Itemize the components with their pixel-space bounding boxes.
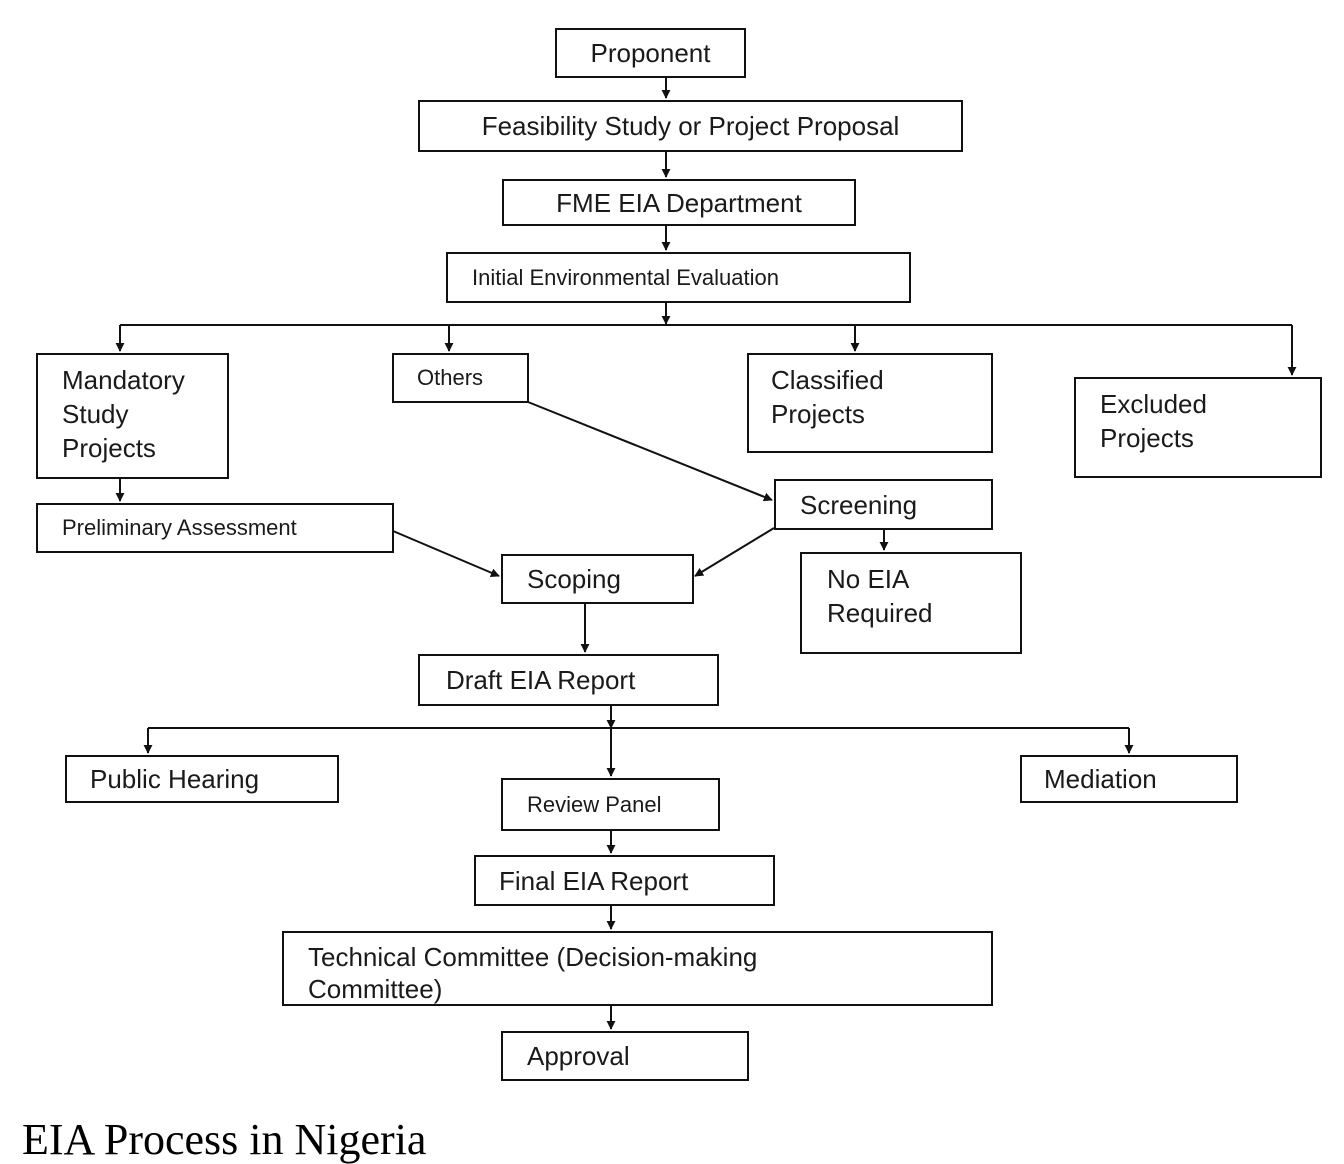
node-preliminary-assessment: Preliminary Assessment	[36, 503, 394, 553]
node-screening: Screening	[774, 479, 993, 530]
node-excluded-projects: Excluded Projects	[1074, 377, 1322, 478]
node-final-eia-report: Final EIA Report	[474, 855, 775, 906]
node-others: Others	[392, 353, 529, 403]
arrow-preliminary-scoping	[392, 530, 500, 577]
node-fme-eia-department: FME EIA Department	[502, 179, 856, 226]
node-proponent: Proponent	[555, 28, 746, 78]
node-draft-eia-report: Draft EIA Report	[418, 654, 719, 706]
node-review-panel: Review Panel	[501, 778, 720, 831]
node-mandatory-study-projects: Mandatory Study Projects	[36, 353, 229, 479]
figure-caption: EIA Process in Nigeria	[22, 1115, 427, 1164]
arrow-others-screening	[527, 401, 773, 502]
node-classified-projects: Classified Projects	[747, 353, 993, 453]
arrow-screening-scoping	[694, 527, 775, 577]
node-no-eia-required: No EIA Required	[800, 552, 1022, 654]
node-technical-committee: Technical Committee (Decision-making Com…	[282, 931, 993, 1006]
node-initial-environmental-evaluation: Initial Environmental Evaluation	[446, 252, 911, 303]
node-approval: Approval	[501, 1031, 749, 1081]
node-scoping: Scoping	[501, 554, 694, 604]
node-mediation: Mediation	[1020, 755, 1238, 803]
node-public-hearing: Public Hearing	[65, 755, 339, 803]
node-feasibility-study: Feasibility Study or Project Proposal	[418, 100, 963, 152]
